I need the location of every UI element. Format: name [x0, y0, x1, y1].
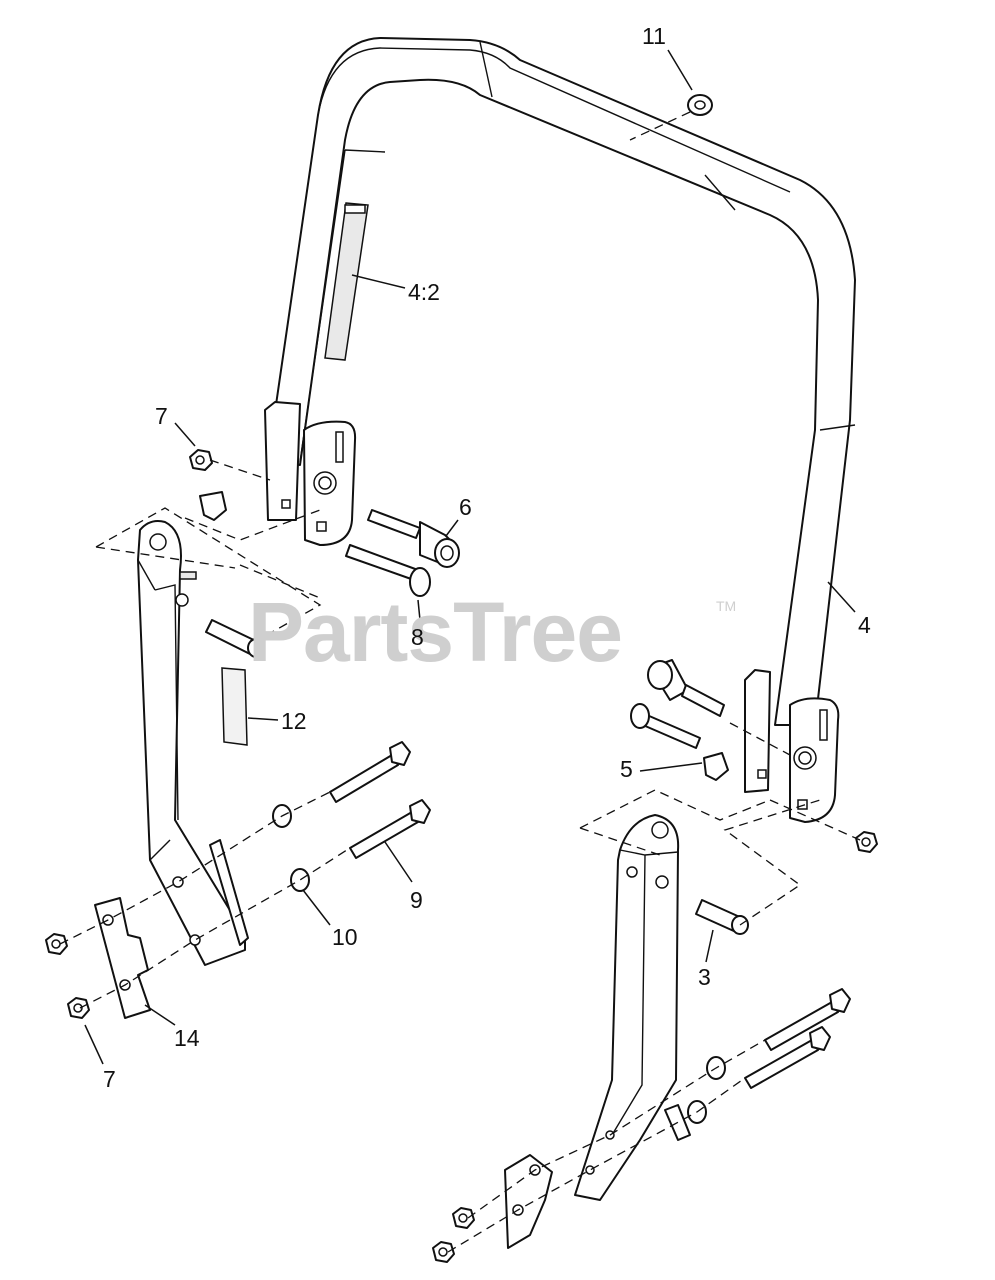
hex-nut-right-upper — [452, 1207, 475, 1229]
left-lower-upright — [137, 520, 249, 966]
bolt-9 — [349, 799, 431, 859]
hex-nut-left-upper — [45, 933, 68, 955]
trademark-symbol: TM — [716, 598, 737, 614]
leader-lines — [84, 49, 856, 1065]
bolt-right-upper — [764, 988, 851, 1051]
spring-pin-6 — [367, 509, 460, 568]
spacer-3 — [695, 899, 749, 935]
callout-9: 9 — [410, 887, 423, 913]
axis-lines-left — [59, 791, 351, 1009]
callout-8: 8 — [411, 624, 424, 650]
right-lower-upright — [574, 814, 691, 1201]
callout-7-top: 7 — [155, 403, 168, 429]
axis-lines-right — [447, 1039, 766, 1253]
pin-8 — [345, 544, 431, 597]
callout-7-bottom: 7 — [103, 1066, 116, 1092]
hex-nut-left-lower — [67, 997, 90, 1019]
hex-nut-right-bracket — [855, 831, 878, 853]
callout-11: 11 — [642, 23, 666, 49]
knob-left — [199, 491, 227, 521]
callout-10: 10 — [332, 924, 358, 950]
axis-line-11 — [629, 111, 691, 141]
spacer-left — [205, 619, 265, 658]
callout-12: 12 — [281, 708, 307, 734]
callout-4: 4 — [858, 612, 871, 638]
bolt-left-upper — [329, 741, 411, 803]
callout-6: 6 — [459, 494, 472, 520]
callout-14: 14 — [174, 1025, 200, 1051]
assembly-dash-left — [95, 459, 322, 641]
washer-11 — [687, 94, 713, 116]
bracket-plate-14 — [94, 897, 151, 1019]
spring-pin-right — [647, 659, 725, 717]
washer-10 — [290, 868, 310, 892]
callout-4-2: 4:2 — [408, 279, 440, 305]
hex-nut-7-top — [189, 449, 213, 471]
roll-bar-hoop — [264, 37, 856, 823]
bracket-plate-right — [504, 1154, 553, 1249]
knob-5 — [703, 752, 729, 781]
hex-nut-right-lower — [432, 1241, 455, 1263]
bolt-right-lower — [744, 1026, 831, 1089]
decal-12 — [221, 667, 248, 746]
partstree-watermark: PartsTree — [248, 585, 623, 679]
callout-5: 5 — [620, 756, 633, 782]
pin-right — [630, 703, 701, 749]
callout-3: 3 — [698, 964, 711, 990]
